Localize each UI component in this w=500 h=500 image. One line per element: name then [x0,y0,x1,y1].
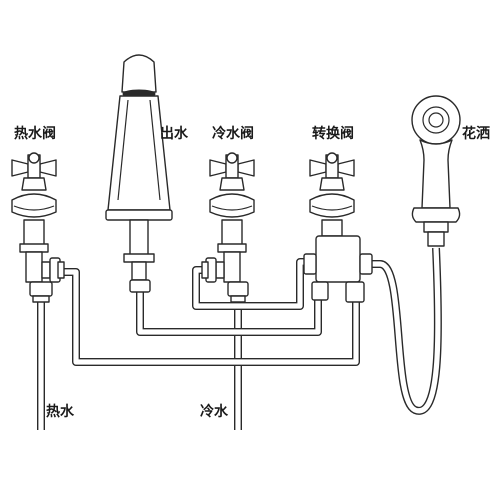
cold-water-valve [201,152,255,303]
label-hand-shower: 花洒 [462,125,490,142]
label-cold-valve: 冷水阀 [212,125,254,142]
pipe-network [37,247,442,430]
label-cold-water: 冷水 [200,403,229,420]
label-hot-water: 热水 [46,403,75,420]
hot-water-valve [11,152,65,303]
label-diverter-valve: 转换阀 [312,125,354,142]
diverter-valve [303,152,373,303]
spout [105,54,173,293]
hand-shower [411,95,461,247]
label-hot-valve: 热水阀 [14,125,56,142]
label-spout: 出水 [160,125,189,142]
